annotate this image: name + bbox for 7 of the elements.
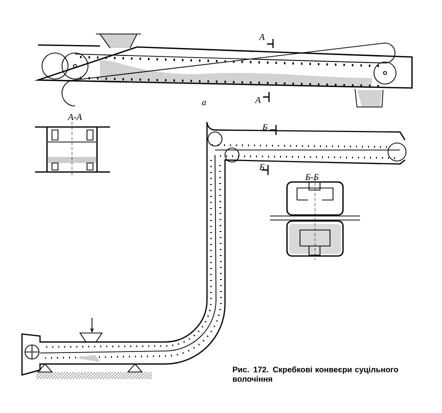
view-label: Б-Б	[305, 174, 319, 180]
section-mark: А	[254, 97, 261, 103]
section-mark: Б	[259, 164, 264, 170]
view-label: а	[202, 100, 206, 106]
section-mark: А	[258, 34, 265, 40]
section-mark: Б	[262, 124, 268, 130]
view-label: А-А	[68, 114, 82, 120]
